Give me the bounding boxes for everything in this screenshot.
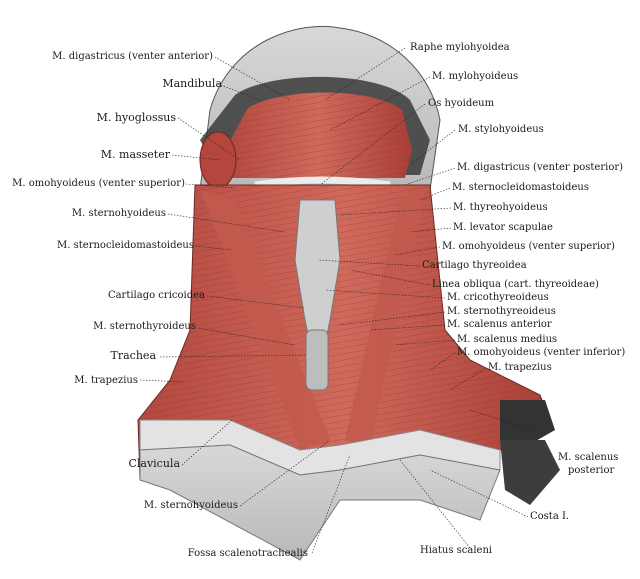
label-omohyoideus-superior-left: M. omohyoideus (venter superior) [12, 178, 185, 189]
label-sternothyreoideus-right: M. sternothyreoideus [447, 306, 556, 317]
label-trapezius-left: M. trapezius [74, 375, 138, 386]
label-omohyoideus-inferior: M. omohyoideus (venter inferior) [457, 347, 626, 358]
label-mylohyoideus: M. mylohyoideus [432, 71, 519, 82]
label-sternohyoideus-bottom: M. sternohyoideus [143, 500, 238, 511]
label-masseter: M. masseter [100, 148, 170, 161]
label-thyreohyoideus: M. thyreohyoideus [453, 202, 548, 213]
label-raphe-mylohyoidea: Raphe mylohyoidea [410, 42, 510, 53]
label-trachea: Trachea [110, 349, 156, 362]
label-omohyoideus-superior-right: M. omohyoideus (venter superior) [442, 241, 615, 252]
label-digastricus-anterior: M. digastricus (venter anterior) [52, 51, 213, 62]
label-mandibula: Mandibula [162, 77, 222, 90]
label-sternocleidomastoideus-left: M. sternocleidomastoideus [57, 240, 194, 251]
label-os-hyoideum: Os hyoideum [428, 98, 495, 109]
label-trapezius-right: M. trapezius [488, 362, 552, 373]
label-scalenus-medius: M. scalenus medius [457, 334, 558, 345]
label-scalenus-anterior: M. scalenus anterior [447, 319, 552, 330]
label-cartilago-cricoidea: Cartilago cricoidea [107, 290, 205, 301]
label-fossa-scalenotrachealis: Fossa scalenotrachealis [187, 548, 308, 559]
label-cartilago-thyreoidea: Cartilago thyreoidea [422, 260, 527, 271]
label-digastricus-posterior: M. digastricus (venter posterior) [457, 162, 624, 173]
label-clavicula: Clavicula [128, 457, 180, 470]
leader-lines [139, 47, 539, 554]
label-sternocleidomastoideus-right: M. sternocleidomastoideus [452, 182, 589, 193]
label-scalenus-posterior-line2: posterior [568, 465, 615, 476]
label-sternohyoideus-left: M. sternohyoideus [71, 208, 166, 219]
label-linea-obliqua: Linea obliqua (cart. thyreoideae) [432, 279, 599, 290]
label-sternothyroideus-left: M. sternothyroideus [93, 321, 196, 332]
label-hyoglossus: M. hyoglossus [96, 111, 176, 124]
label-hiatus-scaleni: Hiatus scaleni [420, 545, 493, 556]
label-scalenus-posterior-line1: M. scalenus [558, 452, 619, 463]
neck-body [137, 184, 560, 561]
head-outline [199, 25, 441, 191]
label-stylohyoideus: M. stylohyoideus [458, 124, 544, 135]
label-levator-scapulae: M. levator scapulae [453, 222, 553, 233]
label-costa-i: Costa I. [530, 511, 570, 522]
label-cricothyreoideus: M. cricothyreoideus [447, 292, 549, 303]
